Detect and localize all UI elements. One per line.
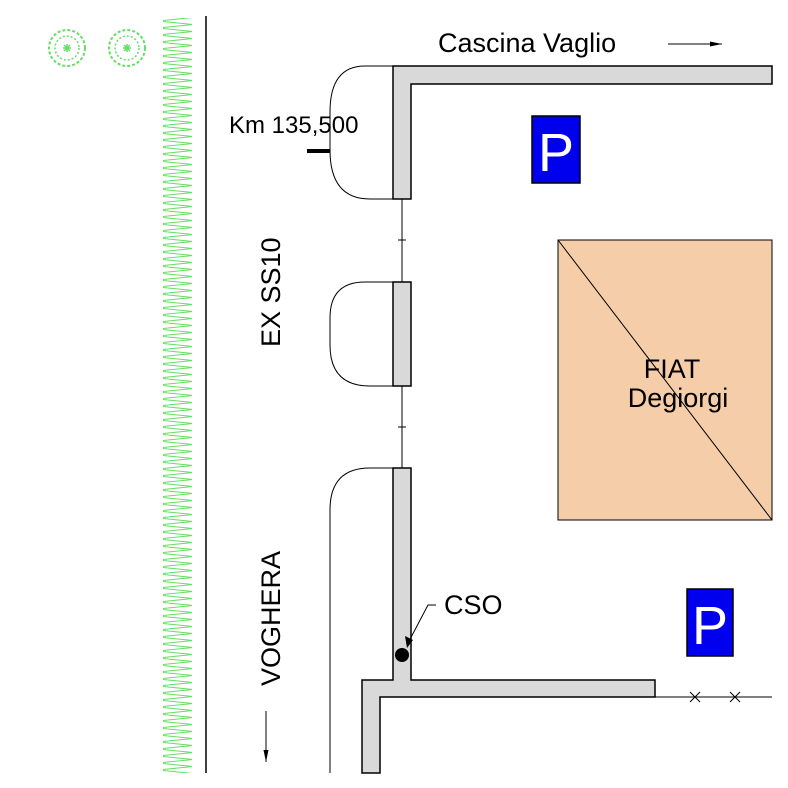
building-name-line1: FIAT [644, 354, 701, 384]
north-destination-label: Cascina Vaglio [438, 28, 616, 58]
svg-text:P: P [692, 596, 728, 656]
drain-label: CSO [444, 590, 503, 620]
parking-icon: P [686, 588, 734, 657]
south-destination-label: VOGHERA [256, 551, 286, 686]
drain-point-icon [395, 648, 409, 662]
svg-text:P: P [538, 123, 574, 183]
drain-leader-line [406, 604, 436, 646]
kilometer-label: Km 135,500 [229, 112, 358, 139]
tree-icon [108, 29, 146, 67]
wall-north [392, 65, 773, 200]
bay-middle [329, 281, 393, 387]
south-arrow-icon [263, 711, 269, 762]
road-name-label: EX SS10 [256, 237, 286, 347]
wall-middle [392, 281, 412, 387]
bay-upper [329, 65, 393, 200]
tree-icon [48, 29, 86, 67]
curb-south [329, 467, 393, 773]
parking-icon: P [531, 115, 581, 184]
building-name-line2: Degiorgi [628, 383, 729, 413]
north-arrow-icon [668, 41, 722, 47]
grass-strip [163, 18, 192, 773]
